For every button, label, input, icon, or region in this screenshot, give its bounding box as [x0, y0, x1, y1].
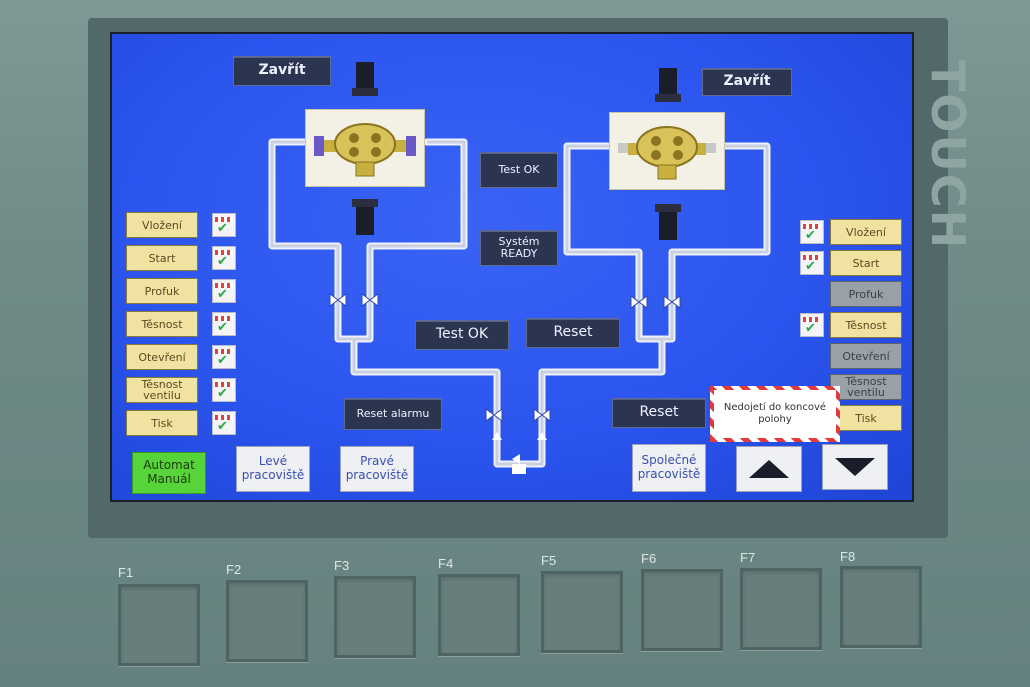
- left-station-button[interactable]: Levé pracoviště: [236, 446, 310, 492]
- triangle-down-icon: [835, 458, 875, 476]
- f1-label: F1: [118, 565, 134, 580]
- f4-key[interactable]: [438, 574, 520, 656]
- left-bottom-cylinder-icon: [352, 199, 378, 235]
- left-check-icon: ✔: [212, 213, 236, 237]
- right-status-tesnost: Těsnost: [830, 312, 902, 338]
- left-status-profuk: Profuk: [126, 278, 198, 304]
- left-check-icon: ✔: [212, 345, 236, 369]
- left-check-icon: ✔: [212, 411, 236, 435]
- right-check-icon: ✔: [800, 251, 824, 275]
- right-check-icon: ✔: [800, 220, 824, 244]
- right-status-profuk: Profuk: [830, 281, 902, 307]
- right-status-vlozeni: Vložení: [830, 219, 902, 245]
- f1-key[interactable]: [118, 584, 200, 666]
- right-check-icon: ✔: [800, 313, 824, 337]
- right-top-cylinder-icon: [655, 68, 681, 102]
- f7-key[interactable]: [740, 568, 822, 650]
- f7-label: F7: [740, 550, 756, 565]
- hmi-screen: Zavřít Zavřít: [110, 32, 914, 502]
- left-status-vlozeni: Vložení: [126, 212, 198, 238]
- left-close-button[interactable]: Zavřít: [233, 56, 331, 86]
- f5-label: F5: [541, 553, 557, 568]
- shared-station-button[interactable]: Společné pracoviště: [632, 444, 706, 492]
- left-check-icon: ✔: [212, 378, 236, 402]
- right-status-start: Start: [830, 250, 902, 276]
- left-status-tesnost-ventilu: Těsnost ventilu: [126, 377, 198, 403]
- right-bottom-cylinder-icon: [655, 204, 681, 240]
- end-position-warning: Nedojetí do koncové polohy: [710, 386, 840, 442]
- right-status-otevreni: Otevření: [830, 343, 902, 369]
- left-check-icon: ✔: [212, 246, 236, 270]
- left-status-otevreni: Otevření: [126, 344, 198, 370]
- test-ok-button[interactable]: Test OK: [415, 320, 509, 350]
- pipe-diagram: [268, 138, 771, 474]
- reset-alarm-button[interactable]: Reset alarmu: [344, 398, 442, 430]
- f2-key[interactable]: [226, 580, 308, 662]
- scroll-up-button[interactable]: [736, 446, 802, 492]
- left-valve-body: [305, 109, 425, 187]
- reset-right-button[interactable]: Reset: [612, 398, 706, 428]
- triangle-up-icon: [749, 460, 789, 478]
- valve-body-icon: [618, 126, 716, 180]
- left-status-start: Start: [126, 245, 198, 271]
- right-valve-body: [609, 112, 725, 190]
- scroll-down-button[interactable]: [822, 444, 888, 490]
- test-ok-indicator: Test OK: [480, 152, 558, 188]
- f8-key[interactable]: [840, 566, 922, 648]
- f3-key[interactable]: [334, 576, 416, 658]
- right-close-button[interactable]: Zavřít: [702, 68, 792, 96]
- f6-key[interactable]: [641, 569, 723, 651]
- f2-label: F2: [226, 562, 242, 577]
- left-status-tesnost: Těsnost: [126, 311, 198, 337]
- f8-label: F8: [840, 549, 856, 564]
- left-top-cylinder-icon: [352, 62, 378, 96]
- f5-key[interactable]: [541, 571, 623, 653]
- right-status-tisk: Tisk: [830, 405, 902, 431]
- reset-button[interactable]: Reset: [526, 318, 620, 348]
- system-ready-indicator: Systém READY: [480, 230, 558, 266]
- f6-label: F6: [641, 551, 657, 566]
- automat-manual-button[interactable]: Automat Manuál: [132, 452, 206, 494]
- left-status-tisk: Tisk: [126, 410, 198, 436]
- f4-label: F4: [438, 556, 454, 571]
- right-status-tesnost-ventilu: Těsnost ventilu: [830, 374, 902, 400]
- valve-body-icon: [314, 123, 416, 177]
- left-check-icon: ✔: [212, 312, 236, 336]
- f3-label: F3: [334, 558, 350, 573]
- right-station-button[interactable]: Pravé pracoviště: [340, 446, 414, 492]
- brand-label: TOUCH: [921, 60, 975, 251]
- left-check-icon: ✔: [212, 279, 236, 303]
